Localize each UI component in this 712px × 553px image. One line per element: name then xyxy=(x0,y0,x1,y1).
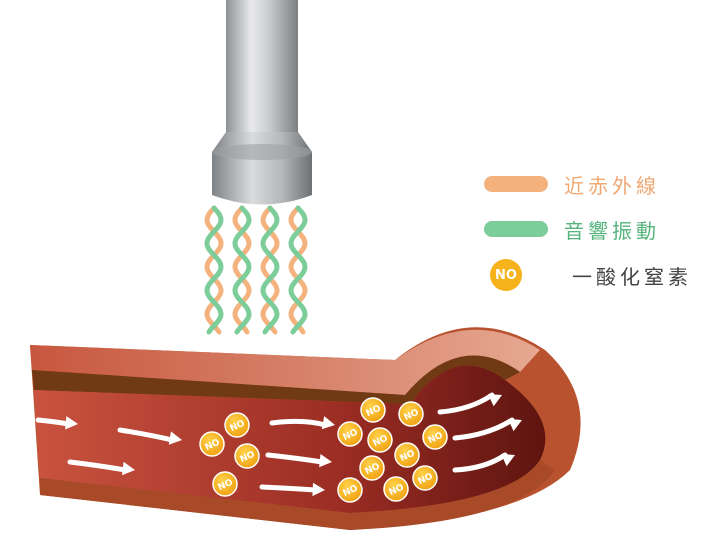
wave-group xyxy=(204,205,308,335)
no-molecule: NO xyxy=(360,397,386,423)
legend-no: NO 一酸化窒素 xyxy=(474,259,692,291)
flow-arrow-shaft xyxy=(265,452,325,465)
flow-arrow-shaft xyxy=(452,417,515,441)
flow-arrow-group xyxy=(35,392,522,497)
no-molecule: NO xyxy=(224,412,250,438)
no-molecule: NO xyxy=(398,401,424,427)
flow-arrow-shaft xyxy=(437,392,495,415)
legend-infrared: 近赤外線 xyxy=(484,169,660,199)
no-molecule: NO xyxy=(337,477,363,503)
flow-arrow-shaft xyxy=(259,484,318,493)
flow-arrow-head xyxy=(65,416,78,430)
sonic-wave xyxy=(260,205,280,335)
flow-arrow-shaft xyxy=(117,427,175,443)
flow-arrow-head xyxy=(488,394,502,407)
no-molecule-icon: NO xyxy=(490,259,522,291)
no-molecule: NO xyxy=(359,455,385,481)
no-molecule: NO xyxy=(199,431,225,457)
probe xyxy=(212,0,312,205)
sonic-wave xyxy=(232,205,252,335)
flow-arrow-head xyxy=(319,454,332,468)
no-molecule: NO xyxy=(234,443,260,469)
no-molecule: NO xyxy=(367,427,393,453)
infrared-wave xyxy=(260,205,280,335)
infrared-wave xyxy=(288,205,308,335)
sonic-swatch xyxy=(484,221,548,237)
no-molecule: NO xyxy=(412,465,438,491)
no-molecule: NO xyxy=(422,424,448,450)
flow-arrow-head xyxy=(501,453,515,467)
flow-arrow-head xyxy=(508,418,522,432)
sonic-wave xyxy=(288,205,308,335)
infrared-swatch xyxy=(484,176,548,192)
no-molecule: NO xyxy=(337,421,363,447)
infrared-wave xyxy=(204,205,224,335)
blood-vessel xyxy=(30,327,581,530)
infrared-wave xyxy=(232,205,252,335)
flow-arrow-shaft xyxy=(269,418,328,428)
flow-arrow-shaft xyxy=(452,452,508,473)
sonic-wave xyxy=(204,205,224,335)
flow-arrow-head xyxy=(312,482,325,497)
flow-arrow-head xyxy=(168,431,182,445)
probe-rod xyxy=(226,0,298,150)
infrared-label: 近赤外線 xyxy=(564,173,660,198)
legend-sonic: 音響振動 xyxy=(484,214,660,244)
flow-arrow-head xyxy=(122,461,135,476)
no-molecule: NO xyxy=(212,471,238,497)
sonic-label: 音響振動 xyxy=(564,218,660,243)
no-molecule: NO xyxy=(394,442,420,468)
no-label: 一酸化窒素 xyxy=(572,264,692,289)
flow-arrow-shaft xyxy=(67,459,128,473)
probe-head xyxy=(212,132,312,205)
no-molecule: NO xyxy=(383,476,409,502)
flow-arrow-head xyxy=(321,416,335,430)
